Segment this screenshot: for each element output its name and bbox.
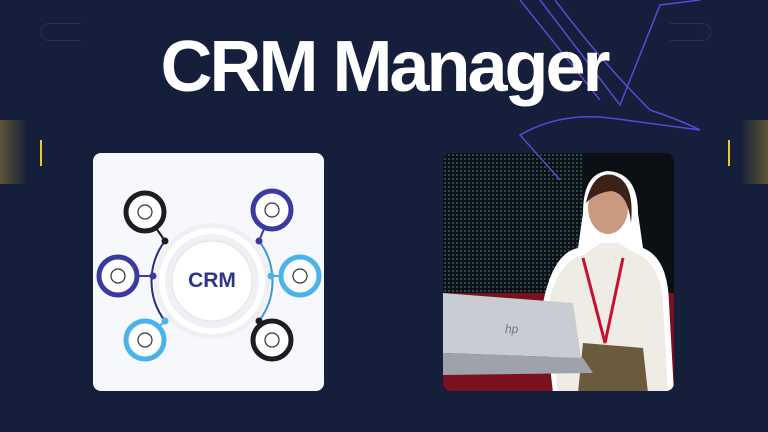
crm-center-label: CRM: [188, 269, 236, 292]
yellow-marker-right: [728, 140, 730, 166]
laptop-logo: hp: [505, 322, 519, 336]
decorative-gradient-left: [0, 120, 28, 184]
yellow-marker-left: [40, 140, 42, 166]
decorative-pill-right: [670, 23, 711, 41]
page-title: CRM Manager: [160, 27, 610, 107]
folder-network-icon: [250, 188, 294, 245]
decorative-gradient-right: [740, 120, 768, 184]
crm-diagram-card: CRM: [93, 153, 324, 391]
headset-support-icon: [123, 317, 169, 362]
gear-growth-icon: [123, 190, 169, 245]
presenter-photo: hp: [443, 153, 674, 391]
hand-chart-icon: [267, 254, 322, 298]
decorative-pill-left: [40, 23, 81, 41]
video-call-icon: [250, 317, 294, 362]
lightbulb-icon: [96, 254, 157, 298]
